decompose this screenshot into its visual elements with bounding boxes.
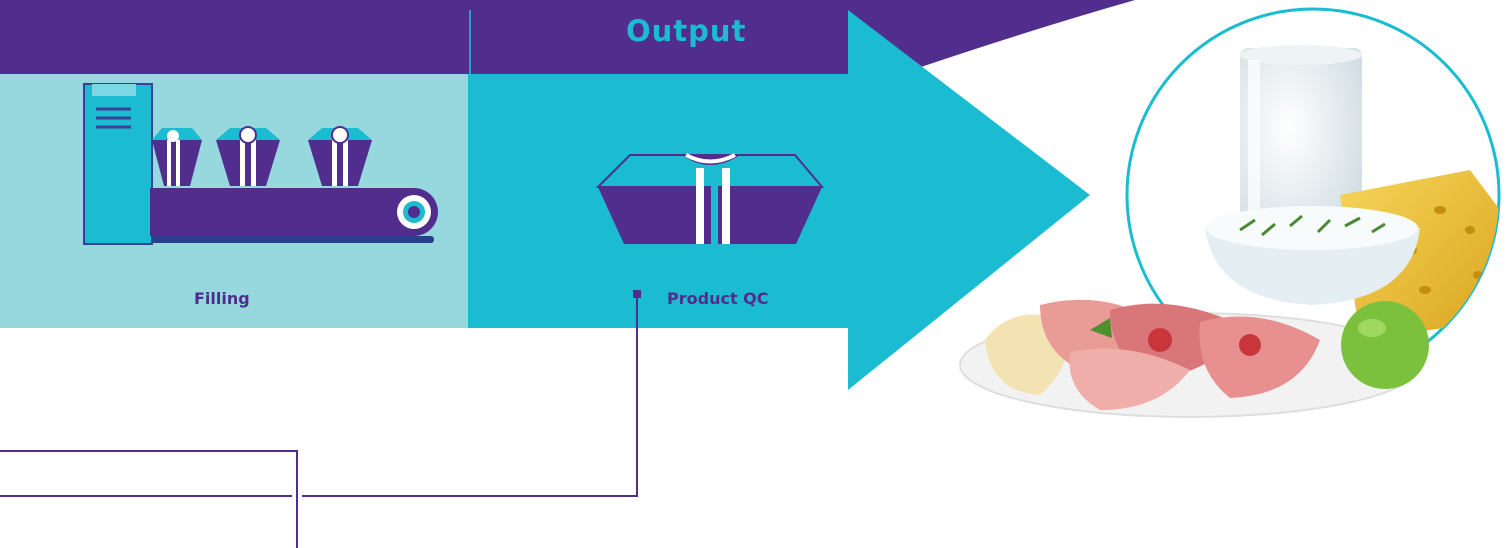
product-qc-stage-label: Product QC	[667, 289, 769, 308]
connector-lines	[0, 290, 641, 548]
packaged-product-icon	[598, 155, 822, 244]
connector-node	[633, 290, 641, 298]
filling-stage-label: Filling	[194, 289, 250, 308]
output-header-label: Output	[626, 14, 746, 48]
